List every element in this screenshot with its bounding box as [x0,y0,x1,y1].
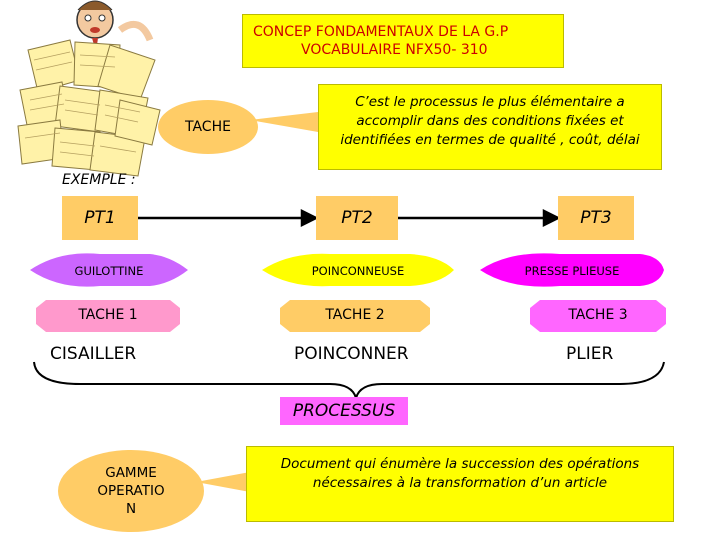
gamme-bubble-tail [196,472,250,492]
task-3: TACHE 3 [530,298,666,332]
title-line-2: VOCABULAIRE NFX50- 310 [301,42,488,58]
post-2-label: PT2 [341,208,373,228]
process-brace [33,361,665,402]
machine-1: GUILOTTINE [30,254,188,288]
tache-definition-box: C’est le processus le plus élémentaire a… [318,84,662,170]
task-1-shape [36,300,180,332]
machine-1-shape [30,253,188,287]
post-1-label: PT1 [84,208,116,228]
machine-2-shape [262,253,454,287]
post-3-label: PT3 [580,208,612,228]
operation-2: POINCONNER [294,344,409,364]
overwhelmed-worker-clipart-icon [17,0,161,177]
gamme-term-label: GAMME OPERATIO N [97,465,165,517]
operation-3: PLIER [566,344,614,364]
post-flow-arrows [138,208,561,228]
title-box: CONCEP FONDAMENTAUX DE LA G.P VOCABULAIR… [242,14,564,68]
operation-1: CISAILLER [50,344,137,364]
task-2-shape [280,300,430,332]
task-2: TACHE 2 [280,298,430,332]
title-line-1: CONCEP FONDAMENTAUX DE LA G.P [253,24,509,40]
machine-3-shape [480,253,664,287]
gamme-term-bubble: GAMME OPERATIO N [58,450,204,532]
machine-1-label: GUILOTTINE [74,264,144,278]
post-2-box: PT2 [316,196,398,240]
machine-3-label: PRESSE PLIEUSE [524,264,620,278]
post-1-box: PT1 [62,196,138,240]
gamme-definition-text: Document qui énumère la succession des o… [280,456,640,491]
task-1: TACHE 1 [36,298,180,332]
process-label-box: PROCESSUS [280,397,408,425]
task-1-label: TACHE 1 [78,307,138,323]
gamme-definition-box: Document qui énumère la succession des o… [246,446,674,522]
task-3-shape [530,300,666,332]
post-3-box: PT3 [558,196,634,240]
example-label: EXEMPLE : [62,172,136,188]
tache-term-bubble: TACHE [158,100,258,154]
process-label: PROCESSUS [292,401,396,421]
task-2-label: TACHE 2 [325,307,385,323]
tache-definition-text: C’est le processus le plus élémentaire a… [340,94,640,148]
machine-2: POINCONNEUSE [262,254,454,288]
machine-3: PRESSE PLIEUSE [480,254,664,288]
task-3-label: TACHE 3 [568,307,628,323]
machine-2-label: POINCONNEUSE [311,264,405,278]
tache-term-label: TACHE [185,119,231,135]
tache-bubble-tail [250,112,318,132]
